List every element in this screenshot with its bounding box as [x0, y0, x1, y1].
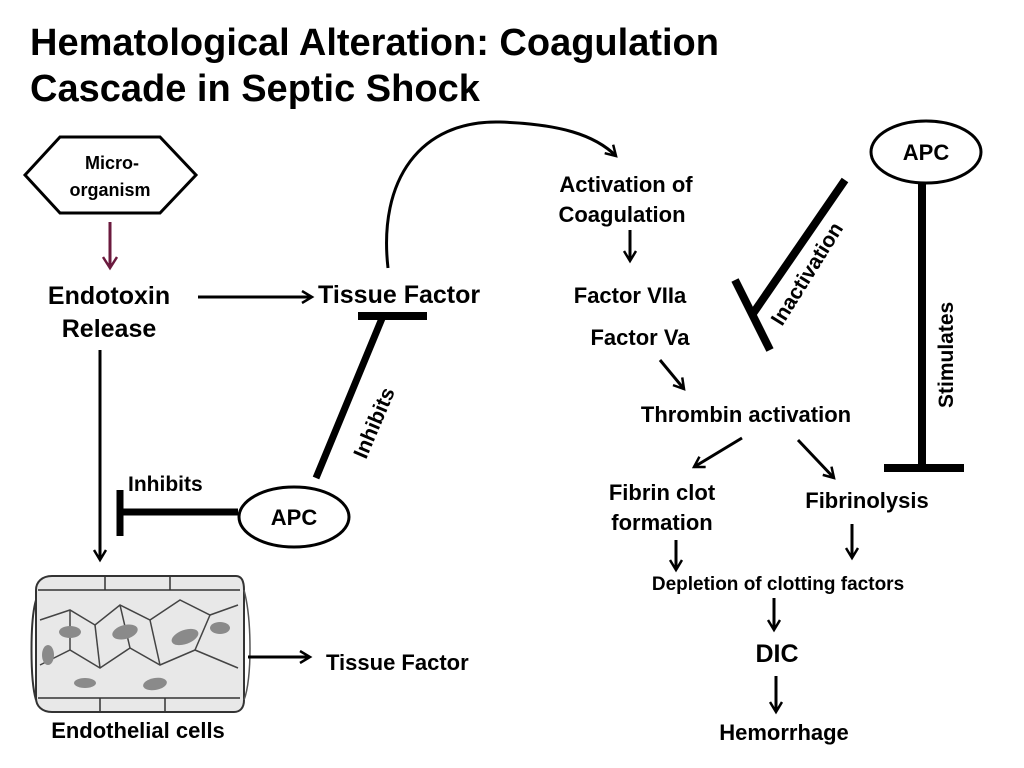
apc-left-label: APC	[271, 505, 318, 530]
fibrinolysis-label: Fibrinolysis	[805, 488, 928, 513]
factor-va-label: Factor Va	[590, 325, 690, 350]
dic-label: DIC	[755, 640, 798, 668]
fibrin-clot-formation-line1: Fibrin clot	[609, 480, 716, 505]
endothelial-cells-label: Endothelial cells	[51, 718, 225, 743]
apc-inhibits-tissue-factor-line	[312, 314, 387, 480]
endotoxin-release-line1: Endotoxin	[48, 282, 170, 310]
inactivation-line	[748, 177, 849, 318]
thrombin-activation-label: Thrombin activation	[641, 402, 851, 427]
factor-va-to-thrombin-arrow	[658, 359, 684, 389]
apc-left-node	[237, 485, 351, 549]
apc-right-node	[869, 119, 983, 185]
depletion-of-clotting-factors-label: Depletion of clotting factors	[652, 574, 904, 595]
thrombin-to-fibrin-arrow	[694, 436, 743, 469]
inhibits-diagonal-label: Inhibits	[349, 384, 399, 462]
inactivation-bar	[731, 278, 774, 352]
endothelial-cells-illustration	[30, 575, 251, 713]
endotoxin-release-line2: Release	[62, 315, 157, 343]
activation-of-coagulation-line2: Coagulation	[558, 202, 685, 227]
fibrin-clot-formation-line2: formation	[611, 510, 712, 535]
page-title: Hematological Alteration: Coagulation Ca…	[30, 22, 719, 110]
stimulates-label: Stimulates	[935, 302, 958, 408]
microorganism-hexagon	[22, 135, 199, 215]
hemorrhage-label: Hemorrhage	[719, 720, 849, 745]
activation-of-coagulation-line1: Activation of	[559, 172, 693, 197]
tissue-factor-bottom: Tissue Factor	[326, 650, 469, 675]
apc-right-label: APC	[903, 140, 950, 165]
tissue-factor-top: Tissue Factor	[318, 281, 480, 309]
inhibits-left-label: Inhibits	[128, 473, 203, 496]
tissue-factor-to-activation-arrow	[385, 120, 616, 269]
factor-viia-label: Factor VIIa	[574, 283, 687, 308]
thrombin-to-fibrinolysis-arrow	[796, 438, 834, 478]
microorganism-label-line1: Micro-	[85, 153, 139, 173]
microorganism-label-line2: organism	[69, 180, 150, 200]
